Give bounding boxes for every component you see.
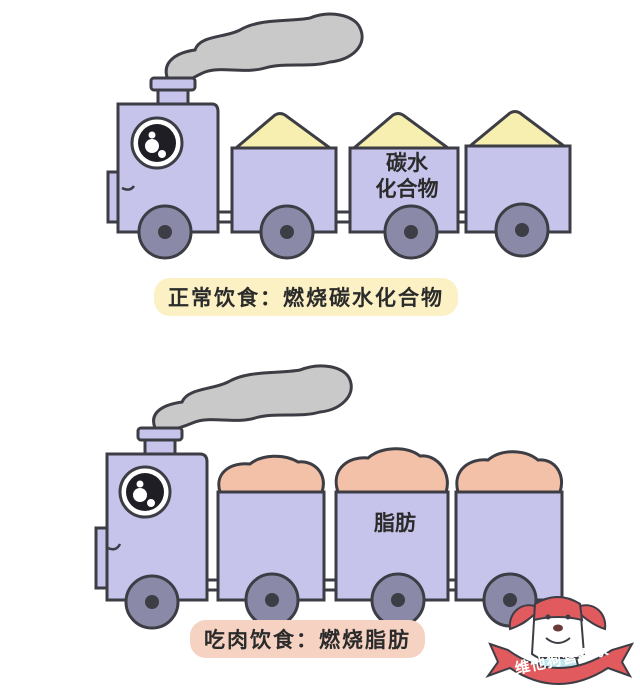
caption-meat-diet: 吃肉饮食：燃烧脂肪 [190,620,425,658]
wheel-icon [370,572,426,628]
wheel-icon [494,202,550,258]
car-label-carbs: 碳水 化合物 [362,150,452,202]
wheel-icon [383,204,439,260]
cargo-pile-2 [349,112,453,150]
wheel-icon [259,204,315,260]
car-label-fat: 脂肪 [374,511,416,535]
wheel-icon [244,572,300,628]
dog-mascot-icon [530,596,586,673]
cargo-pile-1 [231,112,335,150]
cargo-pile-3 [465,110,569,148]
caption-normal-diet: 正常饮食：燃烧碳水化合物 [154,278,458,316]
smile-icon [107,543,122,551]
fat-pile-2 [334,447,449,494]
wheel-icon [124,574,180,630]
brand-logo [485,596,635,685]
ribbon-banner [485,642,635,685]
fat-pile-1 [217,454,325,494]
fat-pile-3 [455,450,563,494]
smile-icon [121,185,136,191]
car-label-line-1: 碳水 [386,151,428,175]
wheel-icon [137,204,193,260]
train-illustration-top [106,12,572,260]
smoke-icon [152,364,353,432]
panel-normal-diet: 碳水 化合物 正常饮食：燃烧碳水化合物 [0,0,640,330]
smoke-icon [164,12,364,84]
car-label-line-2: 化合物 [375,177,439,201]
